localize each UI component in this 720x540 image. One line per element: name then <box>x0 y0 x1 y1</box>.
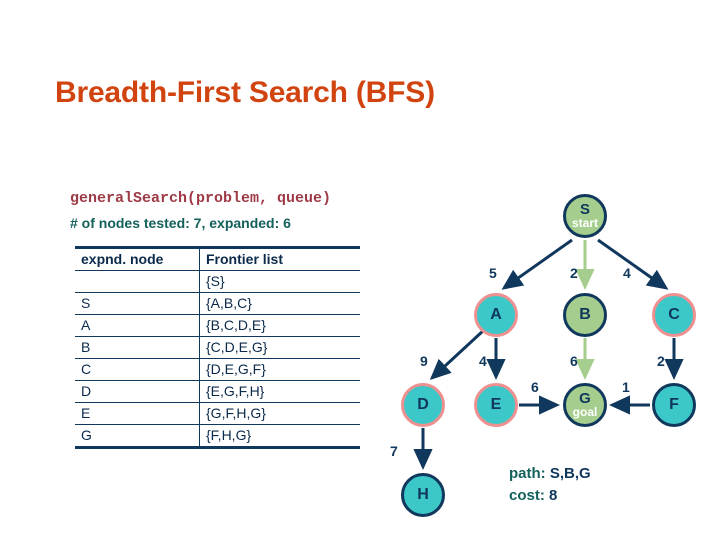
graph-node-label: C <box>668 306 680 323</box>
cell-frontier-list: {B,C,D,E} <box>199 314 360 337</box>
table-row: {S} <box>75 270 360 293</box>
edge-cost-s-c: 4 <box>623 265 631 281</box>
table-row: E{G,F,H,G} <box>75 402 360 425</box>
cell-expanded-node: G <box>75 424 200 449</box>
edge-a-d <box>429 328 486 381</box>
cost-label: cost: <box>509 487 545 504</box>
table-row: B{C,D,E,G} <box>75 336 360 359</box>
table-row: D{E,G,F,H} <box>75 380 360 403</box>
edge-s-c <box>597 238 669 290</box>
cell-expanded-node: B <box>75 336 200 359</box>
cell-expanded-node: S <box>75 292 200 315</box>
edge-cost-b-g: 6 <box>570 353 578 369</box>
solution-cost-line: cost: 8 <box>509 485 591 507</box>
table-row: C{D,E,G,F} <box>75 358 360 381</box>
cell-frontier-list: {C,D,E,G} <box>199 336 360 359</box>
table-row: S{A,B,C} <box>75 292 360 315</box>
cell-expanded-node: A <box>75 314 200 337</box>
graph-node-c: C <box>652 293 696 337</box>
graph-node-label: B <box>579 306 591 323</box>
cost-value: 8 <box>549 487 558 504</box>
edge-cost-e-g: 6 <box>531 379 539 395</box>
code-signature: generalSearch(problem, queue) <box>70 190 332 207</box>
path-label: path: <box>509 465 546 482</box>
table-body: {S}S{A,B,C}A{B,C,D,E}B{C,D,E,G}C{D,E,G,F… <box>75 270 360 449</box>
cell-frontier-list: {D,E,G,F} <box>199 358 360 381</box>
search-trace-table: expnd. node Frontier list {S}S{A,B,C}A{B… <box>75 246 360 449</box>
edge-cost-a-e: 4 <box>479 353 487 369</box>
cell-expanded-node: D <box>75 380 200 403</box>
edge-cost-c-f: 2 <box>657 353 665 369</box>
path-value: S,B,G <box>549 465 591 482</box>
graph-node-label: E <box>490 396 502 413</box>
table-row: A{B,C,D,E} <box>75 314 360 337</box>
graph-node-label: F <box>669 396 679 413</box>
edge-cost-f-g: 1 <box>622 379 630 395</box>
graph-node-label: S <box>579 201 590 218</box>
cell-frontier-list: {S} <box>199 270 360 293</box>
graph-node-b: B <box>563 293 607 337</box>
graph-node-label: A <box>490 306 502 323</box>
cell-expanded-node <box>75 270 200 293</box>
graph-node-d: D <box>401 383 445 427</box>
graph-node-sublabel: start <box>571 216 598 230</box>
graph-node-e: E <box>474 383 518 427</box>
graph-node-f: F <box>652 383 696 427</box>
cell-frontier-list: {E,G,F,H} <box>199 380 360 403</box>
edge-cost-s-b: 2 <box>570 265 578 281</box>
solution-summary: path: S,B,G cost: 8 <box>509 463 591 507</box>
cell-frontier-list: {A,B,C} <box>199 292 360 315</box>
header-frontier-list: Frontier list <box>199 246 360 271</box>
graph-node-h: H <box>401 473 445 517</box>
cell-frontier-list: {F,H,G} <box>199 424 360 449</box>
edge-s-a <box>501 238 573 290</box>
cell-expanded-node: E <box>75 402 200 425</box>
table-header-row: expnd. node Frontier list <box>75 246 360 271</box>
edge-cost-a-d: 9 <box>420 353 428 369</box>
graph-node-label: H <box>417 486 429 503</box>
graph-node-label: G <box>579 390 591 407</box>
graph-node-a: A <box>474 293 518 337</box>
edge-cost-s-a: 5 <box>489 265 497 281</box>
cell-expanded-node: C <box>75 358 200 381</box>
cell-frontier-list: {G,F,H,G} <box>199 402 360 425</box>
table-row: G{F,H,G} <box>75 424 360 449</box>
header-expanded-node: expnd. node <box>75 246 200 271</box>
node-stats-text: # of nodes tested: 7, expanded: 6 <box>70 215 291 231</box>
graph-node-label: D <box>417 396 429 413</box>
page-title: Breadth-First Search (BFS) <box>55 76 435 109</box>
edge-cost-d-h: 7 <box>390 443 398 459</box>
solution-path-line: path: S,B,G <box>509 463 591 485</box>
graph-node-sublabel: goal <box>572 405 598 419</box>
